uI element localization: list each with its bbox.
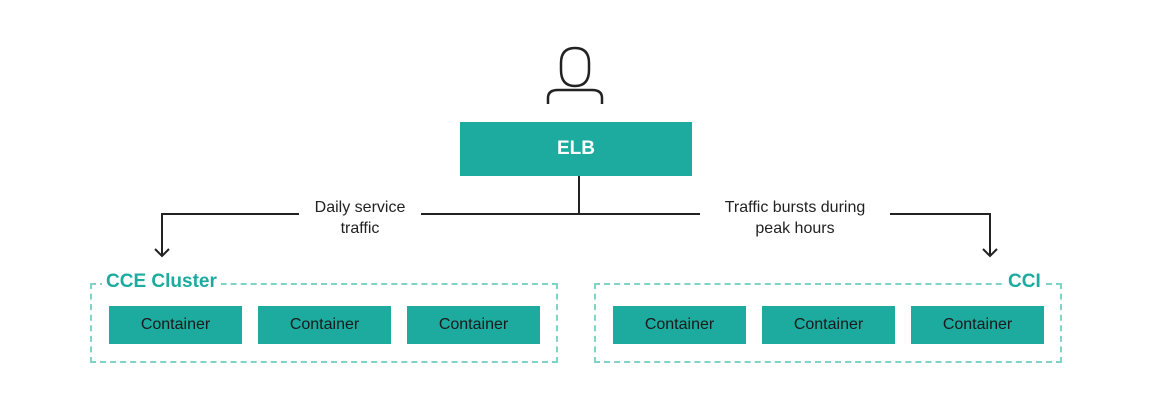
cce-cluster-title: CCE Cluster [102, 271, 221, 293]
cce-container: Container [407, 306, 540, 344]
cci-container: Container [911, 306, 1044, 344]
daily-traffic-label: Daily service traffic [299, 197, 421, 239]
right-arrow-icon [982, 248, 998, 258]
cce-container: Container [109, 306, 242, 344]
cci-title: CCI [1004, 271, 1045, 293]
burst-traffic-label-line1: Traffic bursts during [724, 199, 866, 216]
daily-traffic-label-line2: traffic [340, 220, 380, 237]
user-icon [546, 46, 604, 104]
cce-container: Container [258, 306, 391, 344]
left-arrow-icon [154, 248, 170, 258]
cce-cluster-group [90, 283, 558, 363]
cci-container: Container [762, 306, 895, 344]
burst-traffic-label-line2: peak hours [755, 220, 835, 237]
burst-traffic-label: Traffic bursts during peak hours [700, 197, 890, 239]
daily-traffic-label-line1: Daily service [314, 199, 406, 216]
cci-container: Container [613, 306, 746, 344]
elb-box: ELB [460, 122, 692, 176]
left-branch-line [161, 213, 299, 256]
cci-group [594, 283, 1062, 363]
right-branch-line [890, 213, 991, 256]
